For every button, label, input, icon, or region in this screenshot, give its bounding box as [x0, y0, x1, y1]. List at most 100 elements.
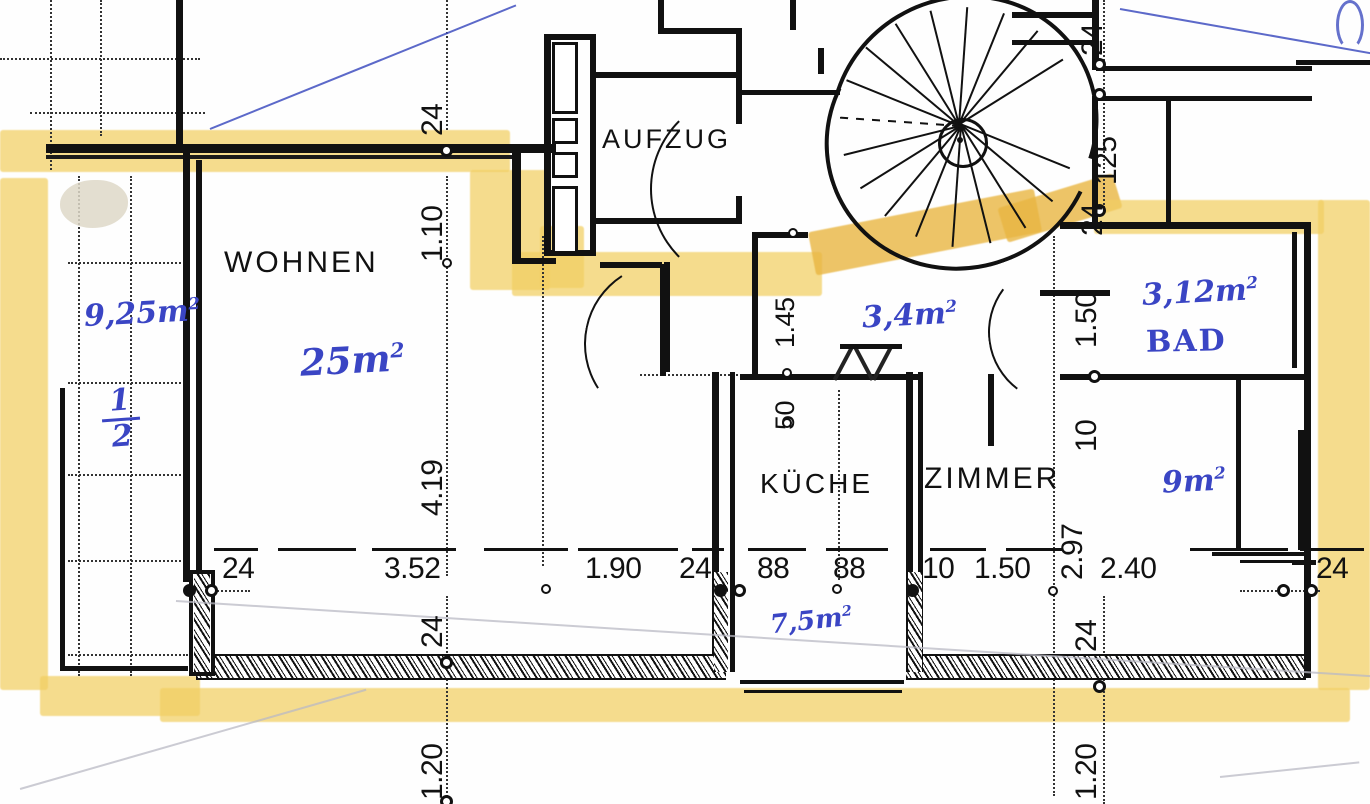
stray-blue-glyph [1336, 0, 1364, 50]
handwritten-bad-label: BAD [1145, 323, 1227, 360]
dim-node [1093, 680, 1106, 693]
dimension-419-v: 4.19 [416, 459, 449, 516]
wall-aufzug-inner-left [590, 34, 596, 256]
dimension-88-a: 88 [757, 552, 790, 585]
wall-top-outer [46, 144, 556, 153]
construction-line-h3 [68, 262, 188, 264]
handwritten-kueche-area: 7,5m2 [769, 602, 854, 640]
wall-aufzug-left [544, 34, 551, 256]
construction-line-h1 [0, 58, 200, 60]
pier-fill-left [194, 574, 210, 672]
wall-kueche-left [712, 372, 719, 656]
dim-tick [826, 548, 888, 551]
handwritten-zimmer-area-sup: 2 [1213, 463, 1227, 483]
wall-topright-v2 [1166, 96, 1171, 222]
handwritten-kueche-area-sup: 2 [841, 603, 853, 621]
dim-node [1093, 204, 1106, 217]
dimension-120-left-v: 1.20 [416, 743, 449, 800]
handwritten-loggia-area-sup: 2 [187, 293, 201, 314]
wall-right-outer [1304, 222, 1311, 678]
wall-topright-v [1092, 0, 1099, 70]
dimension-24-left: 24 [222, 552, 255, 585]
wall-topright-h2 [1096, 96, 1312, 101]
highlight-right-edge [1318, 200, 1370, 690]
dim-node [832, 584, 842, 594]
dim-tick [1300, 548, 1364, 551]
dim-node [788, 228, 798, 238]
dim-node [733, 584, 746, 597]
wall-corridor-top [512, 144, 521, 264]
dimension-297-v: 2.97 [1056, 523, 1089, 580]
wall-aufzug-top3 [790, 0, 796, 30]
room-label-kueche: KÜCHE [760, 468, 874, 499]
wall-flur-bottom [740, 374, 818, 380]
dim-node [541, 584, 551, 594]
dim-node [442, 258, 452, 268]
highlight-bottom-band [160, 688, 1350, 722]
dim-node [183, 584, 196, 597]
axis-line-kueche [838, 390, 840, 580]
dim-node [906, 584, 919, 597]
dim-node [1088, 370, 1101, 383]
dim-node [1093, 58, 1106, 71]
wall-kueche-right [906, 372, 913, 672]
dim-node [440, 656, 453, 669]
wall-right-outer2 [1292, 232, 1297, 368]
wall-left-balcony [183, 152, 190, 582]
dimension-50-v: 50 [770, 400, 800, 430]
highlight-left-balcony [0, 178, 48, 690]
wall-topright-h [1096, 66, 1312, 71]
wall-left-outer [176, 0, 183, 150]
axis-line-zimmer [1053, 236, 1055, 796]
pier-fill-kueche [714, 572, 728, 672]
dim-node [1093, 88, 1106, 101]
dimension-24-top-v: 24 [416, 103, 449, 136]
axis-line-wohnen [542, 236, 544, 566]
wall-left-lower [60, 388, 65, 670]
fraction-denominator: 2 [110, 417, 134, 455]
construction-line-v2 [100, 0, 102, 136]
wall-bad-top [1060, 222, 1310, 229]
handwritten-loggia-fraction: 1 2 [100, 382, 143, 455]
handwritten-wohnen-area-value: 25m [298, 336, 392, 385]
wall-left-lower-cap [60, 666, 188, 671]
elevator-slot-mid2 [552, 152, 578, 178]
spiral-staircase [783, 0, 1145, 309]
dimension-352: 3.52 [384, 552, 441, 585]
handwritten-kueche-area-value: 7,5m [768, 602, 845, 641]
axis-line-right3 [1103, 596, 1105, 804]
axis-line-bottom-left [190, 590, 250, 592]
construction-line-v4 [78, 176, 80, 676]
handwritten-wohnen-area-sup: 2 [389, 337, 405, 363]
wall-zimmer-right-sill2 [1240, 560, 1304, 563]
dim-tick [930, 548, 986, 551]
wall-flur-left [752, 232, 758, 378]
room-label-aufzug: AUFZUG [602, 124, 731, 154]
wall-kueche-bottom2 [744, 690, 902, 693]
stray-pencil-curve [1219, 761, 1360, 778]
wall-right-sill [1292, 560, 1316, 565]
handwritten-bad-area: 3,12m2 [1141, 272, 1259, 313]
fraction-numerator: 1 [108, 382, 132, 419]
construction-line-h4 [68, 382, 188, 384]
construction-line-h5 [68, 474, 188, 476]
handwritten-bad-area-sup: 2 [1245, 272, 1259, 293]
dim-tick [372, 548, 456, 551]
wall-corridor-lower [512, 258, 556, 264]
wall-stair-landing-bottom [1040, 290, 1110, 296]
wall-right-window [1298, 430, 1304, 550]
wall-kueche-left2 [730, 372, 735, 672]
dim-node [1305, 584, 1318, 597]
wall-aufzug-box-right [736, 72, 742, 90]
dim-node [714, 584, 727, 597]
handwritten-flur-area: 3,4m2 [861, 296, 958, 336]
handwritten-flur-area-value: 3,4m [861, 296, 947, 336]
dim-tick [484, 548, 568, 551]
dimension-145-v: 1.45 [770, 297, 800, 348]
wall-zimmer-right [1236, 380, 1241, 550]
wall-stair-landing-left [818, 48, 824, 74]
wall-aufzug-outer-left [544, 34, 596, 40]
dim-tick [692, 548, 724, 551]
wall-aufzug-door-jamb [742, 90, 840, 95]
